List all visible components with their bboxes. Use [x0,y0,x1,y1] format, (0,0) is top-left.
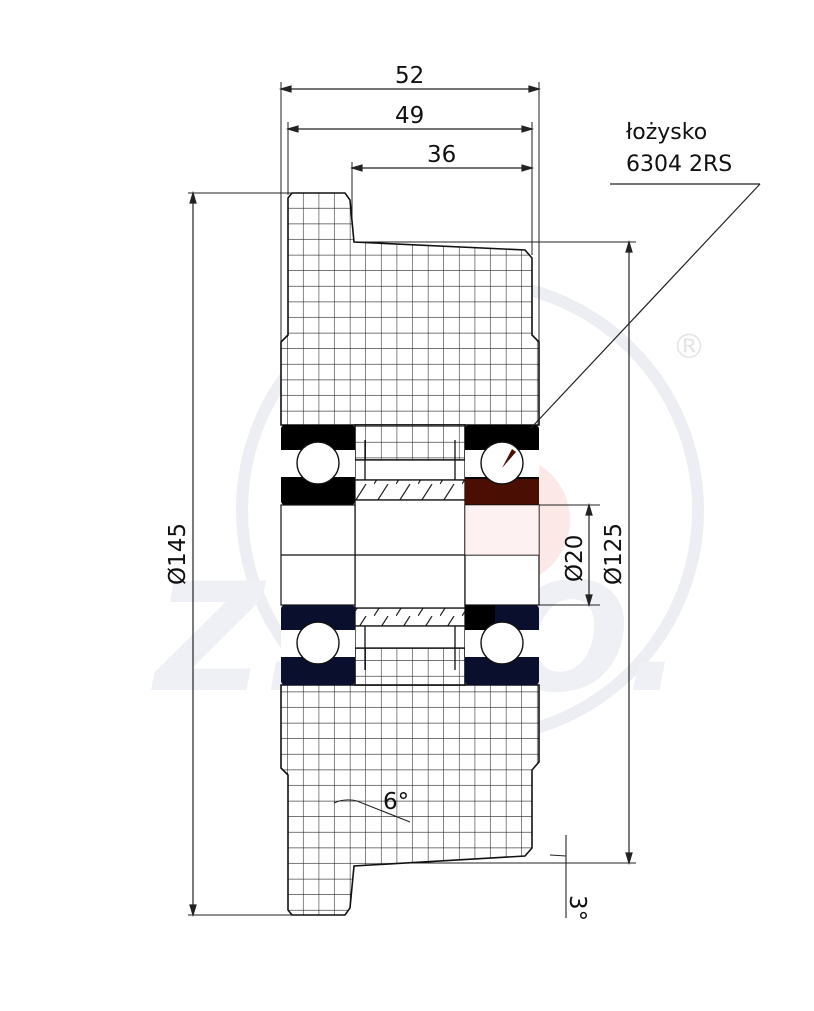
spacer-sleeve [281,440,539,670]
dim-hub-width: 36 [427,142,456,168]
dim-overall-width: 52 [395,63,424,89]
dimension-lines [189,85,633,918]
angle-flange: 6° [383,789,409,815]
watermark-red-overlay [465,505,539,555]
angle-annotations [333,799,567,918]
callout-line-2: 6304 2RS [626,152,732,177]
wheel-body [280,192,540,916]
bearing-lower-right [465,605,539,685]
bearing-upper-left [281,425,355,505]
registered-mark: ® [672,327,706,367]
dim-tread-diameter: Ø125 [601,523,627,585]
callout-line-1: łożysko [626,120,707,145]
bearing-upper-right [465,425,539,505]
dim-bore-diameter: Ø20 [562,535,588,582]
bearing-lower-left [281,605,355,685]
dim-tread-width: 49 [395,103,424,129]
bearing-callout [530,183,761,429]
angle-tread: 3° [564,895,590,921]
dim-outer-diameter: Ø145 [165,523,191,585]
